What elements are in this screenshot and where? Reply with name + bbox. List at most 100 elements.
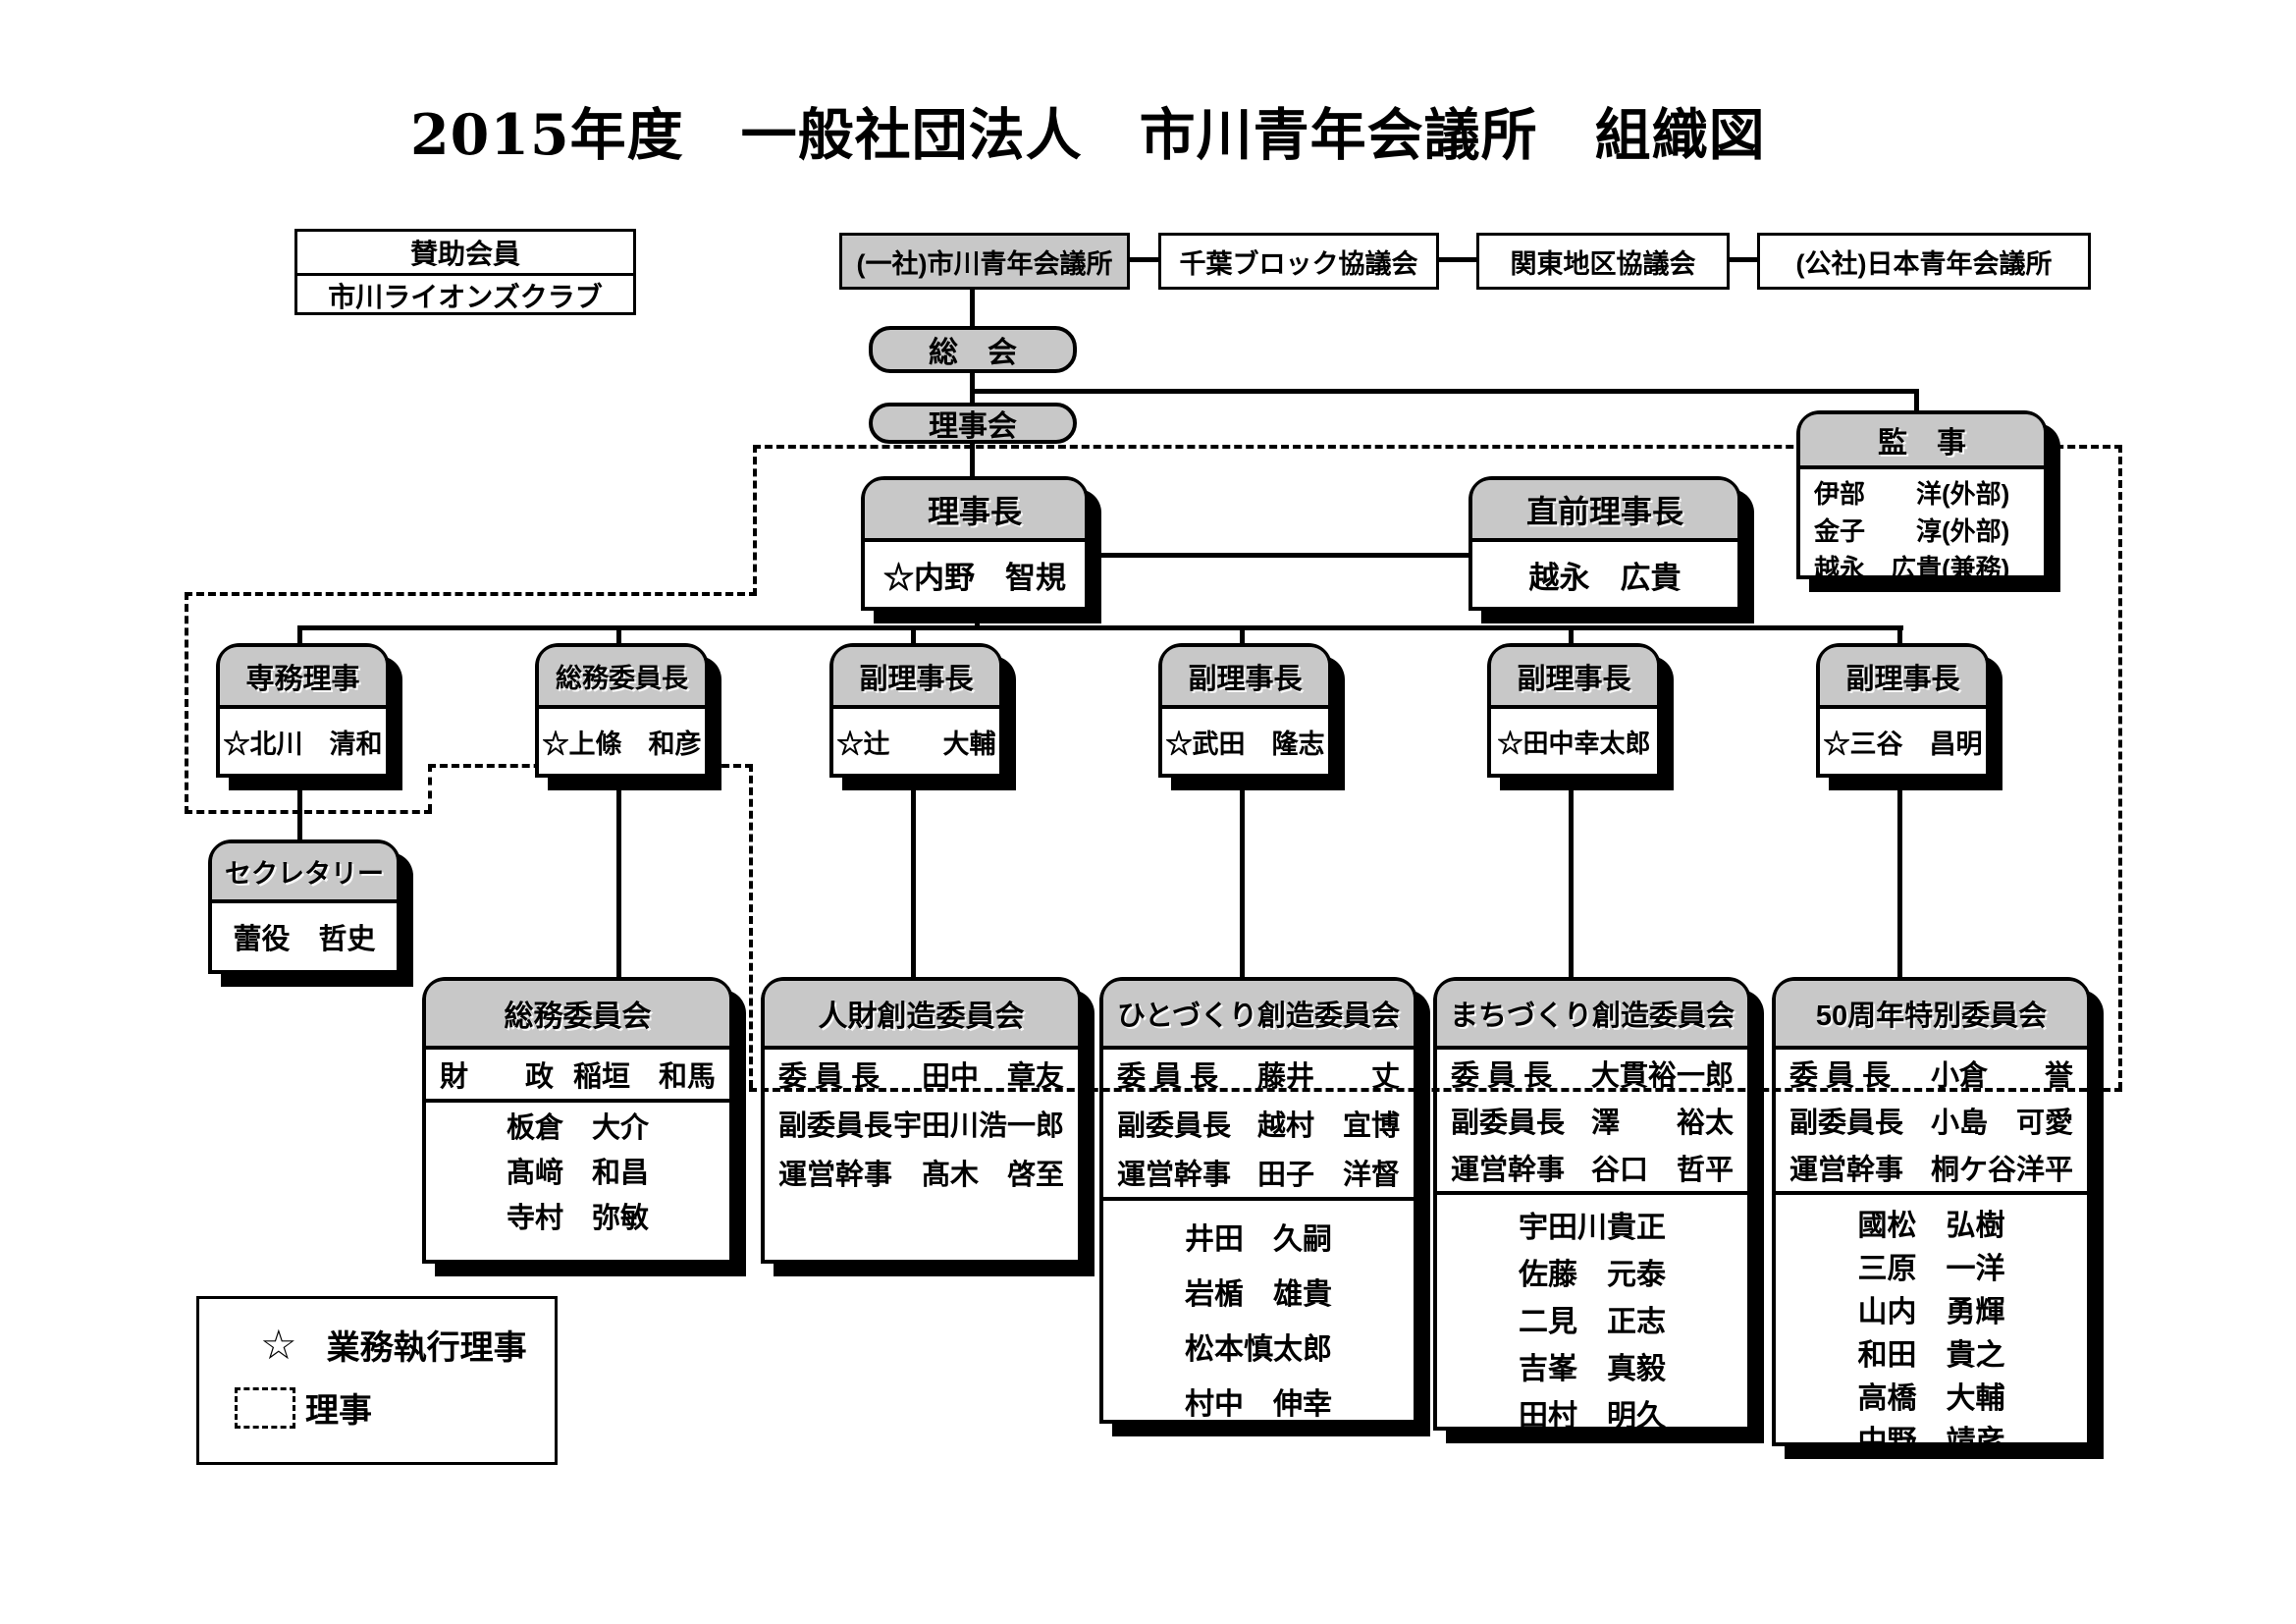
officer-name: 田中 章友 (921, 1061, 1064, 1093)
president-name: ☆内野 智規 (883, 560, 1066, 595)
executive-title: 副理事長 (1162, 647, 1328, 709)
board-box: 理事会 (869, 403, 1077, 444)
committee-member: 井田 久嗣 (1185, 1223, 1332, 1256)
auditor-row: 伊部 洋(外部) (1814, 478, 2010, 509)
committee-member: 岩楯 雄貴 (1185, 1278, 1332, 1311)
connector-assembly-board (970, 371, 975, 405)
connector-board-president (970, 442, 975, 478)
connector-chiba-kanto (1437, 257, 1478, 262)
committee-member: 高橋 大輔 (1857, 1382, 2005, 1415)
president-title: 理事長 (865, 480, 1085, 542)
support-member-label: 賛助会員 (297, 232, 633, 276)
support-member-box: 賛助会員 市川ライオンズクラブ (294, 229, 636, 315)
legend-star-row: ☆ 業務執行理事 (260, 1321, 527, 1369)
committee-member: 二見 正志 (1519, 1306, 1666, 1338)
executive-name: ☆北川 清和 (223, 729, 383, 759)
committee-title: ひとづくり創造委員会 (1103, 981, 1414, 1050)
connector-jci-assembly (970, 288, 975, 328)
committee-officer-row: 委 員 長 大貫裕一郎 (1437, 1050, 1747, 1097)
connector-auditors-drop (1914, 389, 1919, 412)
executive-title: 副理事長 (833, 647, 999, 709)
connector-senmu-secretary (297, 774, 302, 842)
legend-star-label: 業務執行理事 (326, 1329, 527, 1367)
auditors-box: 監 事 伊部 洋(外部) 金子 淳(外部) 越永 広貴(兼務) (1796, 410, 2048, 583)
committee-officer-row: 副委員長 小島 可愛 (1776, 1097, 2087, 1144)
legend-box: ☆ 業務執行理事 理事 (196, 1296, 558, 1465)
officer-role: 財 政 (440, 1061, 555, 1093)
connector-branch-auditors (970, 389, 1919, 394)
officer-role: 副委員長 (778, 1110, 893, 1142)
connector-soumu-committee (616, 774, 621, 980)
jci-ichikawa-box: (一社)市川青年会議所 (839, 233, 1130, 290)
connector-president-bus (975, 607, 980, 630)
executive-name: ☆田中幸太郎 (1497, 728, 1651, 758)
auditors-list: 伊部 洋(外部) 金子 淳(外部) 越永 広貴(兼務) (1800, 469, 2044, 585)
committee-officer-row: 運営幹事 桐ケ谷洋平 (1776, 1144, 2087, 1191)
committee-member: 三原 一洋 (1857, 1253, 2005, 1285)
directors-dashed-mid-vertical (749, 764, 753, 1088)
directors-dashed-left (185, 592, 188, 814)
officer-name: 大貫裕一郎 (1590, 1060, 1734, 1092)
officer-name: 澤 裕太 (1590, 1108, 1734, 1139)
committee-divider (1437, 1191, 1747, 1195)
executive-box-senmu: 専務理事 ☆北川 清和 (216, 643, 390, 778)
committee-title: 50周年特別委員会 (1776, 981, 2087, 1050)
past-president-name: 越永 広貴 (1528, 560, 1682, 595)
directors-dashed-topleft (185, 592, 757, 596)
directors-dashed-right (2118, 445, 2122, 1090)
committee-officer-row: 委 員 長 藤井 丈 (1103, 1050, 1414, 1099)
jci-japan-box: (公社)日本青年会議所 (1757, 233, 2091, 290)
officer-name: 宇田川浩一郎 (892, 1110, 1064, 1142)
committee-member: 吉峯 真毅 (1519, 1353, 1666, 1385)
connector-drop-1 (297, 628, 302, 646)
connector-drop-5 (1569, 628, 1574, 646)
past-president-box: 直前理事長 越永 広貴 (1468, 476, 1741, 611)
executive-box-vp2: 副理事長 ☆武田 隆志 (1158, 643, 1332, 778)
officer-role: 運営幹事 (778, 1160, 893, 1191)
executive-title: 総務委員長 (539, 647, 705, 709)
committee-officer-row: 副委員長 宇田川浩一郎 (765, 1099, 1078, 1148)
officer-name: 越村 宜博 (1256, 1110, 1400, 1142)
executive-box-soumu: 総務委員長 ☆上條 和彦 (535, 643, 709, 778)
executive-box-vp4: 副理事長 ☆三谷 昌明 (1816, 643, 1990, 778)
officer-name: 田子 洋督 (1256, 1160, 1400, 1191)
committee-member: 板倉 大介 (506, 1112, 649, 1144)
legend-director-row: 理事 (235, 1383, 372, 1432)
legend-director-label: 理事 (305, 1392, 372, 1430)
committee-title: 総務委員会 (426, 981, 729, 1050)
executive-title: 副理事長 (1491, 647, 1657, 709)
executive-name: ☆三谷 昌明 (1823, 729, 1983, 759)
officer-name: 稲垣 和馬 (572, 1061, 716, 1093)
executive-box-vp1: 副理事長 ☆辻 大輔 (829, 643, 1003, 778)
officer-role: 委 員 長 (1117, 1061, 1219, 1093)
chiba-block-box: 千葉ブロック協議会 (1158, 233, 1439, 290)
committee-member: 村中 伸幸 (1185, 1388, 1332, 1421)
officer-role: 副委員長 (1789, 1108, 1904, 1139)
connector-vp3-committee (1569, 774, 1574, 980)
dashed-box-icon (235, 1386, 295, 1429)
committee-box-jinzai: 人財創造委員会 委 員 長 田中 章友 副委員長 宇田川浩一郎 運営幹事 髙木 … (761, 977, 1082, 1264)
committee-box-hitozukuri: ひとづくり創造委員会 委 員 長 藤井 丈 副委員長 越村 宜博 運営幹事 田子… (1099, 977, 1417, 1424)
officer-role: 副委員長 (1451, 1108, 1566, 1139)
executive-title: 専務理事 (220, 647, 386, 709)
committee-divider (1103, 1197, 1414, 1201)
executive-name: ☆上條 和彦 (542, 729, 702, 759)
committee-member: 松本慎太郎 (1185, 1333, 1332, 1366)
officer-name: 小倉 誉 (1930, 1060, 2073, 1092)
committee-box-soumu: 総務委員会 財 政 稲垣 和馬 板倉 大介 髙﨑 和昌 寺村 弥敏 (422, 977, 733, 1264)
directors-dashed-top (753, 445, 2122, 449)
officer-role: 副委員長 (1117, 1110, 1232, 1142)
committee-member: 寺村 弥敏 (506, 1203, 649, 1234)
executive-title: 副理事長 (1820, 647, 1986, 709)
officer-name: 小島 可愛 (1930, 1108, 2073, 1139)
officer-role: 運営幹事 (1451, 1155, 1566, 1186)
connector-drop-4 (1240, 628, 1245, 646)
committee-title: まちづくり創造委員会 (1437, 981, 1747, 1050)
committee-member: 佐藤 元泰 (1519, 1259, 1666, 1291)
auditor-row: 金子 淳(外部) (1814, 515, 2010, 546)
connector-drop-6 (1897, 628, 1902, 646)
committee-officer-row: 財 政 稲垣 和馬 (426, 1050, 729, 1099)
connector-drop-3 (911, 628, 916, 646)
past-president-title: 直前理事長 (1472, 480, 1737, 542)
committee-officer-row: 副委員長 越村 宜博 (1103, 1099, 1414, 1148)
